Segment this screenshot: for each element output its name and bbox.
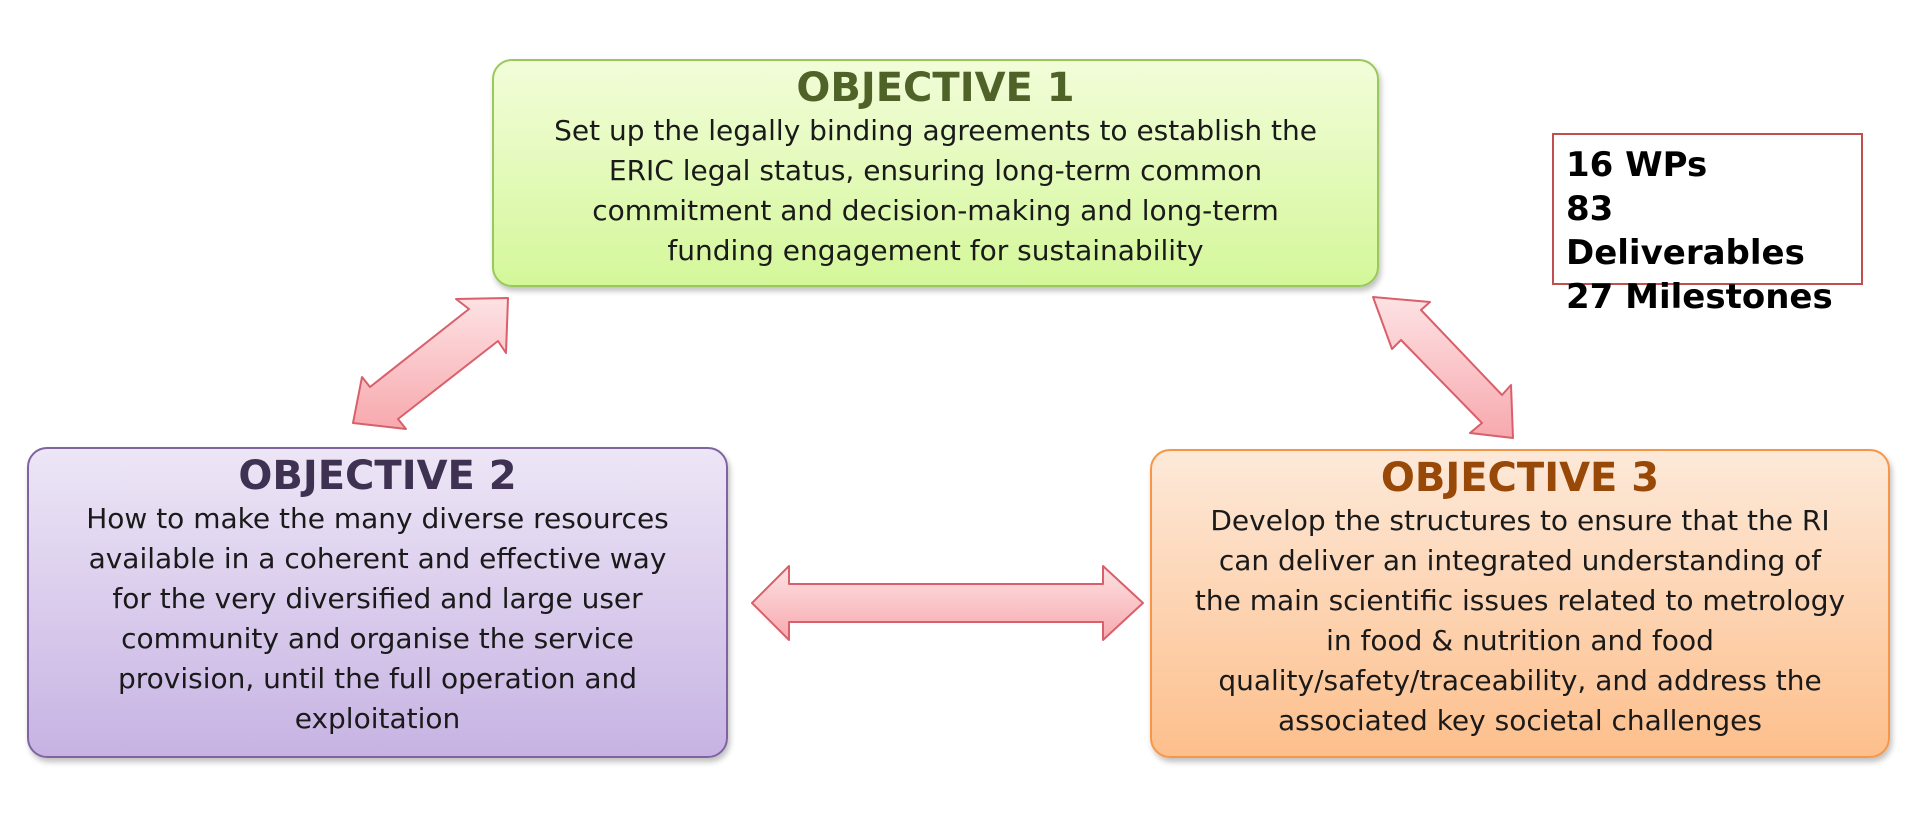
objective-3-title: OBJECTIVE 3 [1380, 455, 1660, 501]
objective-2-line: available in a coherent and effective wa… [88, 542, 667, 575]
arrow-objective2-objective3 [751, 565, 1144, 641]
objective-2-line: exploitation [294, 702, 461, 735]
objective-1-description: Set up the legally binding agreements to… [494, 111, 1377, 271]
objective-1-line: commitment and decision-making and long-… [592, 194, 1279, 227]
objective-3-description: Develop the structures to ensure that th… [1152, 501, 1888, 741]
objective-2-line: community and organise the service [121, 622, 634, 655]
objective-3-line: in food & nutrition and food [1326, 624, 1714, 657]
objective-1-box: OBJECTIVE 1 Set up the legally binding a… [492, 59, 1379, 287]
objective-3-line: can deliver an integrated understanding … [1218, 544, 1822, 577]
objective-1-line: Set up the legally binding agreements to… [554, 114, 1317, 147]
objective-1-title: OBJECTIVE 1 [796, 65, 1075, 111]
objective-1-line: funding engagement for sustainability [667, 234, 1204, 267]
project-stats-box: 16 WPs 83 Deliverables 27 Milestones [1552, 133, 1863, 317]
objective-3-line: the main scientific issues related to me… [1194, 584, 1846, 617]
objective-1-line: ERIC legal status, ensuring long-term co… [608, 154, 1263, 187]
objective-2-box: OBJECTIVE 2 How to make the many diverse… [27, 447, 728, 758]
arrow-objective1-objective3 [1372, 296, 1514, 439]
objective-3-line: Develop the structures to ensure that th… [1210, 504, 1830, 537]
objective-3-line: quality/safety/traceability, and address… [1218, 664, 1822, 697]
objective-2-description: How to make the many diverse resources a… [29, 499, 726, 739]
objective-2-title: OBJECTIVE 2 [238, 453, 517, 499]
objective-3-box: OBJECTIVE 3 Develop the structures to en… [1150, 449, 1890, 758]
objective-2-line: for the very diversified and large user [112, 582, 643, 615]
stat-work-packages: 16 WPs [1566, 145, 1708, 185]
objective-2-line: How to make the many diverse resources [86, 502, 669, 535]
objective-2-line: provision, until the full operation and [117, 662, 638, 695]
stat-milestones: 27 Milestones [1566, 277, 1833, 317]
objective-3-line: associated key societal challenges [1278, 704, 1762, 737]
stat-deliverables: 83 Deliverables [1566, 189, 1805, 273]
arrow-objective1-objective2 [352, 297, 509, 430]
